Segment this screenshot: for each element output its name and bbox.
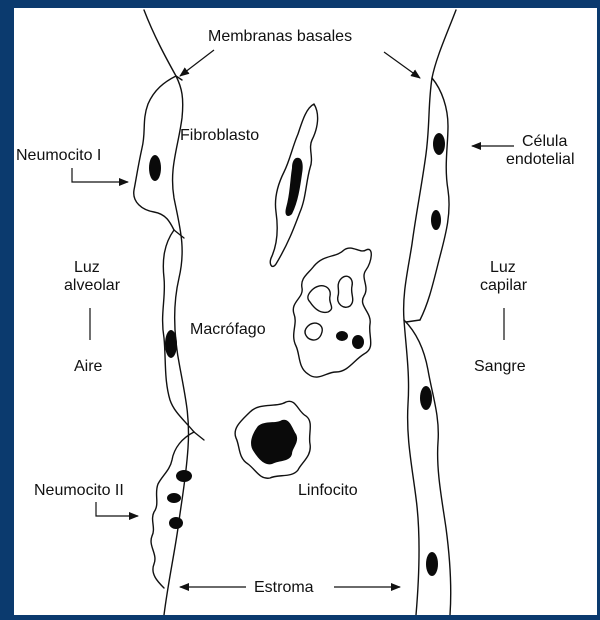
label-sangre: Sangre xyxy=(474,358,526,375)
label-fibroblasto: Fibroblasto xyxy=(180,127,259,144)
label-estroma: Estroma xyxy=(254,579,314,596)
endothelial-nucleus xyxy=(426,552,438,576)
label-luz-alveolar-1: Luz xyxy=(74,259,100,276)
type-i-pneumocyte-cell xyxy=(134,76,176,230)
cell-junction xyxy=(406,320,420,322)
label-neumocito-ii: Neumocito II xyxy=(34,482,124,499)
endothelial-nucleus xyxy=(433,133,445,155)
endothelial-cell-outline xyxy=(420,78,449,320)
label-luz-capilar-2: capilar xyxy=(480,277,528,294)
diagram-panel: Membranas basales Fibroblasto Neumocito … xyxy=(14,8,597,615)
label-membranas-basales: Membranas basales xyxy=(208,28,352,45)
cell-junction xyxy=(174,230,184,238)
label-linfocito: Linfocito xyxy=(298,482,358,499)
label-celula: Célula xyxy=(522,133,567,150)
type-ii-nucleus xyxy=(167,493,181,503)
right-membrane-line xyxy=(404,10,456,615)
label-aire: Aire xyxy=(74,358,103,375)
macrophage-nucleus xyxy=(336,331,348,341)
cell-junction xyxy=(194,432,204,440)
label-neumocito-i: Neumocito I xyxy=(16,147,101,164)
arrow-to-left-membrane xyxy=(180,50,214,76)
label-luz-capilar-1: Luz xyxy=(490,259,516,276)
alveolar-capillary-diagram: Membranas basales Fibroblasto Neumocito … xyxy=(14,8,597,615)
type-ii-nucleus xyxy=(176,470,192,482)
arrow-neumocito-ii xyxy=(96,502,138,516)
arrow-to-right-membrane xyxy=(384,52,420,78)
type-i-nucleus xyxy=(149,155,161,181)
macrophage-cell xyxy=(293,248,371,377)
endothelial-nucleus xyxy=(420,386,432,410)
arrow-neumocito-i xyxy=(72,168,128,182)
endothelial-nucleus xyxy=(431,210,441,230)
label-endotelial: endotelial xyxy=(506,151,575,168)
label-macrofago: Macrófago xyxy=(190,321,266,338)
label-luz-alveolar-2: alveolar xyxy=(64,277,121,294)
type-ii-nucleus xyxy=(169,517,183,529)
type-i-nucleus xyxy=(165,330,177,358)
macrophage-nucleus xyxy=(352,335,364,349)
